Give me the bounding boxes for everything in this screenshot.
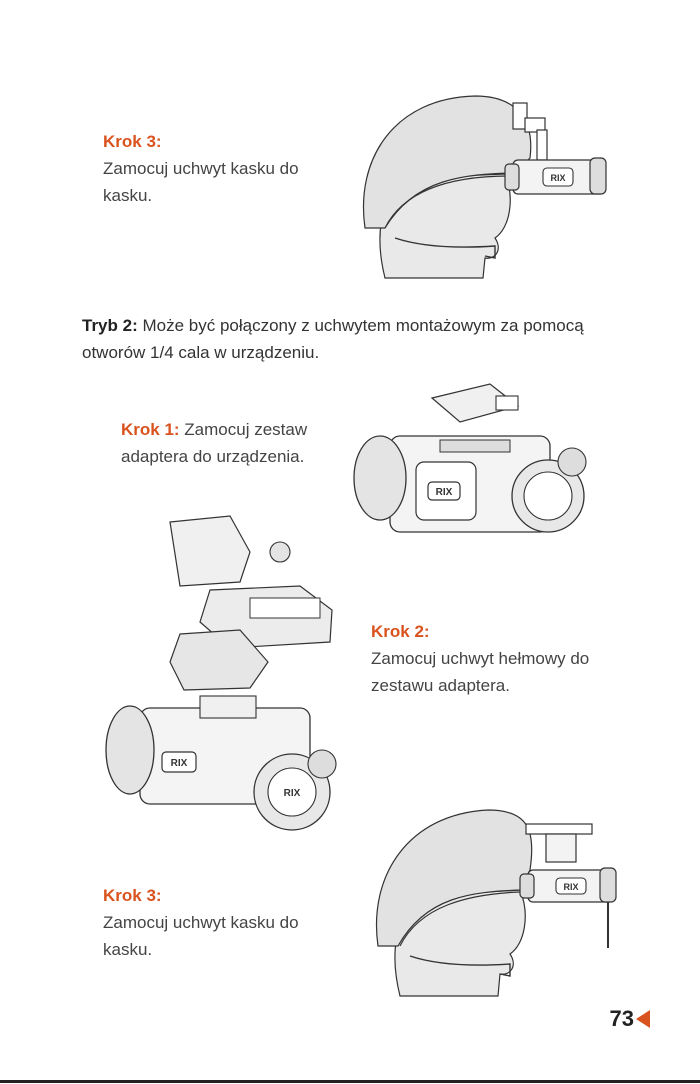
step1-label: Krok 1: [121, 420, 180, 439]
helmet-head-illustration-top: RIX [345, 88, 615, 288]
step2-label: Krok 2: [371, 618, 589, 645]
step3-top-line1: Zamocuj uchwyt kasku do [103, 159, 299, 178]
device-logo-bottom: RIX [563, 882, 578, 892]
step2-line1: Zamocuj uchwyt hełmowy do [371, 649, 589, 668]
step1-block: Krok 1: Zamocuj zestaw adaptera do urząd… [121, 416, 307, 470]
step3-bottom-label: Krok 3: [103, 882, 299, 909]
step3-bottom-line2: kasku. [103, 940, 152, 959]
page-number: 73 [610, 1006, 650, 1032]
mode2-line1: Może być połączony z uchwytem montażowym… [138, 316, 584, 335]
mode2-line2: otworów 1/4 cala w urządzeniu. [82, 343, 319, 362]
mode2-paragraph: Tryb 2: Może być połączony z uchwytem mo… [82, 312, 642, 366]
bottom-rule [0, 1080, 700, 1083]
adapter-exploded-illustration: RIX RIX [100, 512, 350, 842]
step1-line2: adaptera do urządzenia. [121, 447, 304, 466]
step3-top-line2: kasku. [103, 186, 152, 205]
mode2-lead: Tryb 2: [82, 316, 138, 335]
device-logo-top: RIX [550, 173, 565, 183]
helmet-head-illustration-bottom: RIX [360, 800, 630, 1000]
device-logo-lens: RIX [284, 788, 301, 799]
step3-bottom-line1: Zamocuj uchwyt kasku do [103, 913, 299, 932]
device-logo-step1: RIX [436, 487, 453, 498]
step2-block: Krok 2: Zamocuj uchwyt hełmowy do zestaw… [371, 618, 589, 699]
step1-line1: Zamocuj zestaw [180, 420, 308, 439]
step3-top-block: Krok 3: Zamocuj uchwyt kasku do kasku. [103, 128, 299, 209]
page-arrow-icon [636, 1010, 650, 1028]
step3-top-label: Krok 3: [103, 128, 299, 155]
device-logo-step2: RIX [171, 758, 188, 769]
device-adapter-illustration: RIX [350, 378, 590, 550]
step3-bottom-block: Krok 3: Zamocuj uchwyt kasku do kasku. [103, 882, 299, 963]
page-number-text: 73 [610, 1006, 634, 1032]
step2-line2: zestawu adaptera. [371, 676, 510, 695]
